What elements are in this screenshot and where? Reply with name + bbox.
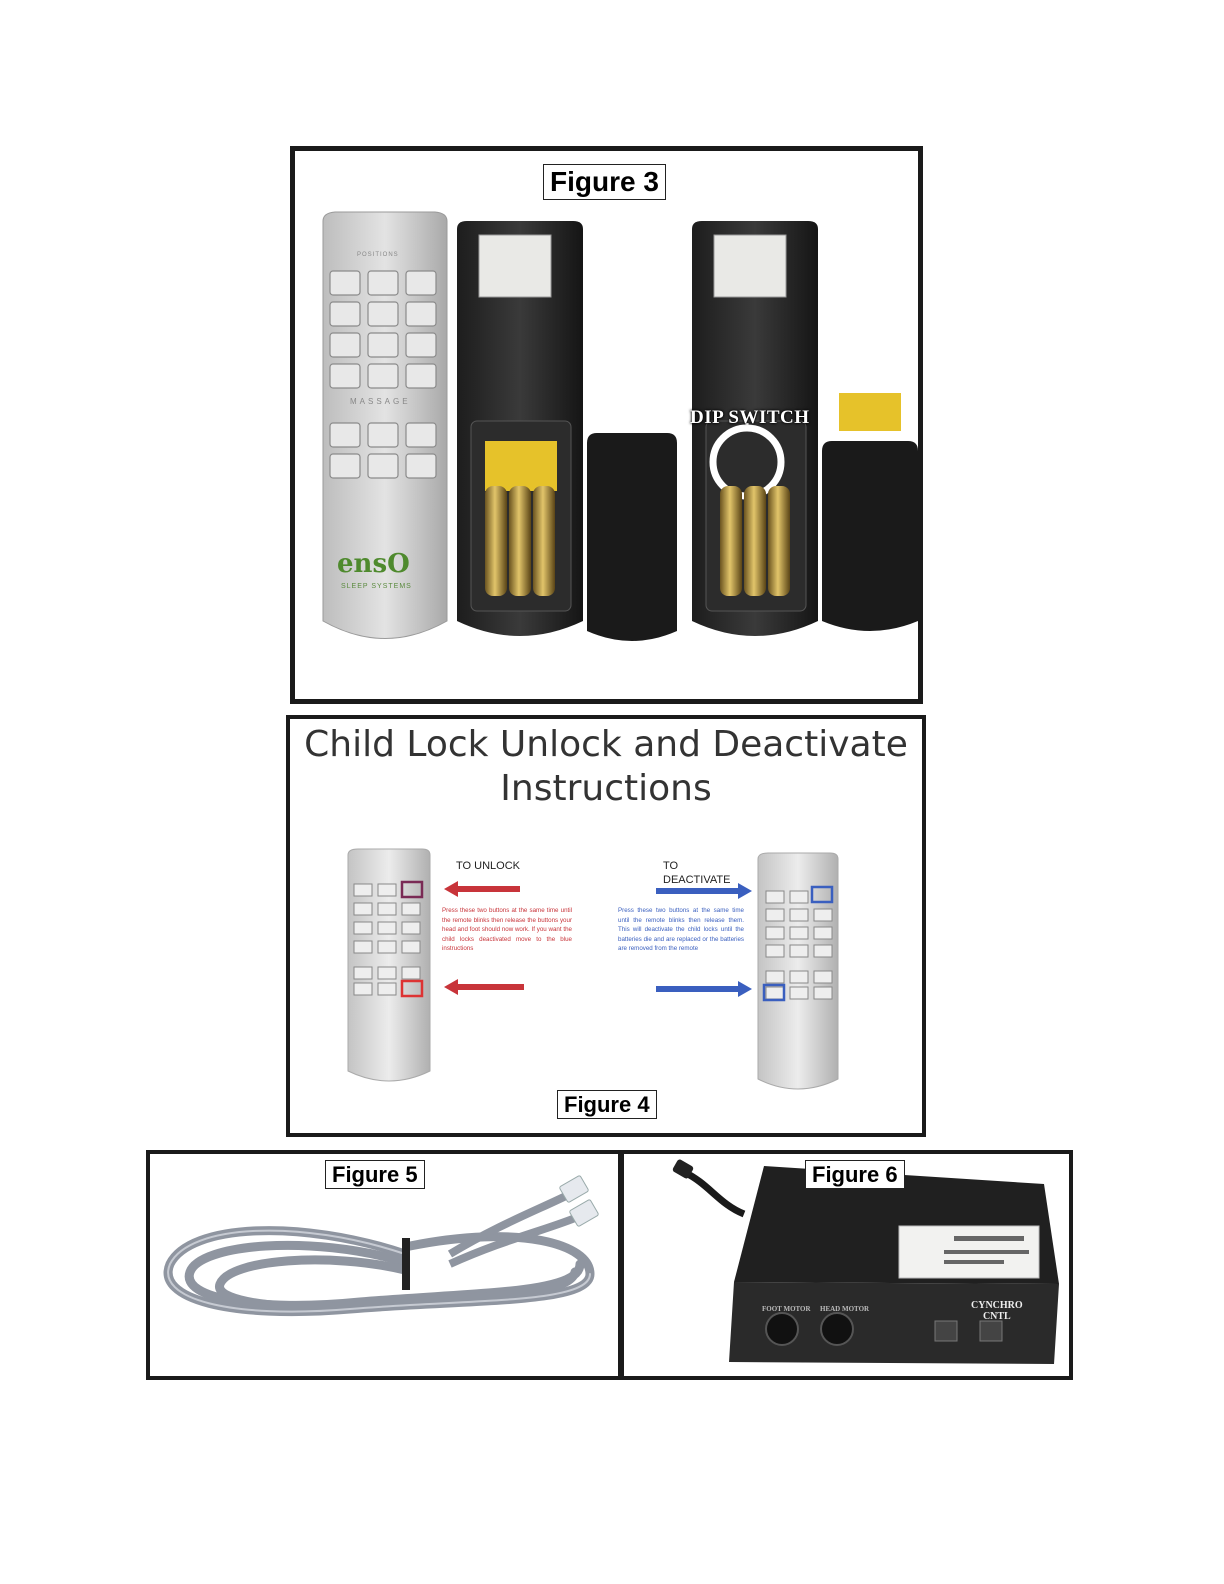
head-motor-label: HEAD MOTOR: [820, 1305, 870, 1313]
figure-3-remotes-photo: [322, 211, 918, 641]
deactivate-heading-line-2: DEACTIVATE: [663, 874, 731, 887]
unlock-heading: TO UNLOCK: [456, 860, 520, 872]
rj-port-1: [934, 1320, 958, 1342]
battery-cover-1: [587, 433, 677, 641]
unlock-instructions: Press these two buttons at the same time…: [442, 907, 572, 953]
black-remote-dip: [692, 221, 818, 636]
control-box-photo: [672, 1159, 1059, 1364]
unlock-remote: [347, 848, 431, 1082]
head-motor-port: [820, 1312, 854, 1346]
foot-motor-port: [765, 1312, 799, 1346]
unlock-arrow-bottom: [444, 979, 524, 995]
black-remote-open: [457, 221, 583, 636]
figure-3-panel: Figure 3: [290, 146, 923, 704]
figure-4-diagram: [347, 848, 839, 1090]
rj11-connector-1: [559, 1175, 589, 1203]
positions-label: POSITIONS: [357, 252, 399, 258]
figure-5-panel: Figure 5: [146, 1150, 622, 1380]
deactivate-arrow-bottom: [656, 981, 752, 997]
foot-motor-label: FOOT MOTOR: [762, 1305, 811, 1313]
rj11-connector-2: [569, 1199, 599, 1227]
enso-subtitle: SLEEP SYSTEMS: [341, 583, 412, 590]
box-front: [729, 1282, 1059, 1364]
deactivate-remote: [757, 852, 839, 1090]
silver-remote-front: [322, 211, 448, 639]
dip-switch-label: DIP SWITCH: [690, 407, 810, 428]
cynchro-line-2: CNTL: [982, 1311, 1011, 1322]
figure-6-panel: Figure 6 FOOT MOTOR HEAD MOTOR CYNCHRO C…: [620, 1150, 1073, 1380]
rj-port-2: [979, 1320, 1003, 1342]
battery-cover-2: [822, 441, 918, 631]
enso-logo: ensO: [337, 549, 410, 579]
power-cord: [682, 1168, 746, 1218]
title-line-1: Child Lock Unlock and Deactivate: [304, 724, 908, 765]
deactivate-heading-line-1: TO: [663, 860, 679, 872]
figure-5-label: Figure 5: [325, 1160, 425, 1190]
warning-sticker: [839, 393, 901, 431]
title-line-2: Instructions: [500, 767, 712, 809]
deactivate-arrow-top: [656, 883, 752, 899]
figure-4-label: Figure 4: [557, 1090, 657, 1120]
phone-cable-photo: [163, 1175, 599, 1317]
massage-label: MASSAGE: [350, 397, 411, 406]
figure-6-label: Figure 6: [805, 1160, 905, 1190]
cynchro-line-1: CYNCHRO: [971, 1300, 1023, 1311]
cynchro-cntl-label: CYNCHRO CNTL: [971, 1300, 1023, 1322]
deactivate-instructions: Press these two buttons at the same time…: [618, 907, 744, 953]
child-lock-title: Child Lock Unlock and Deactivate Instruc…: [290, 723, 922, 811]
deactivate-heading: TO DEACTIVATE: [663, 859, 730, 888]
unlock-arrow-top: [444, 881, 520, 897]
figure-4-panel: Child Lock Unlock and Deactivate Instruc…: [286, 715, 926, 1137]
figure-3-label: Figure 3: [543, 164, 666, 201]
cable-tie: [402, 1238, 410, 1290]
